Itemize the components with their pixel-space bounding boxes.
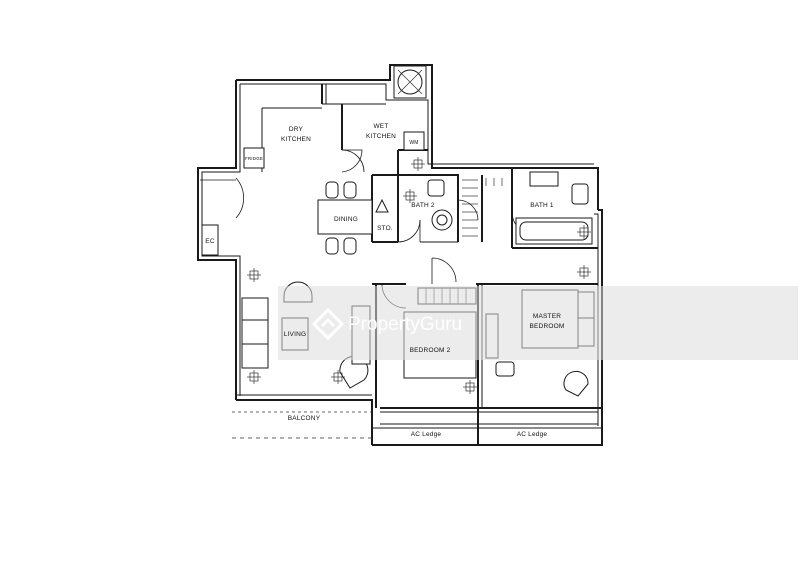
living-label: LIVING: [284, 331, 307, 338]
watermark-logo: PropertyGuru: [311, 307, 462, 341]
room-labels: DRY KITCHEN WET KITCHEN FRIDGE WM DINING…: [205, 123, 564, 438]
ec-label: EC: [205, 238, 215, 245]
outer-walls: [197, 64, 603, 446]
ac-ledge-left-label: AC Ledge: [411, 431, 442, 438]
master-bedroom-label-line1: MASTER: [533, 313, 561, 320]
watermark-band: [278, 286, 798, 360]
wet-kitchen-label-line2: KITCHEN: [366, 133, 396, 140]
bath2-label: BATH 2: [411, 202, 435, 209]
bath1-label: BATH 1: [530, 202, 554, 209]
dining-label: DINING: [334, 216, 358, 223]
master-bedroom-label-line2: BEDROOM: [530, 323, 565, 330]
ac-ledge-right-label: AC Ledge: [517, 431, 548, 438]
balcony-label: BALCONY: [288, 415, 321, 422]
dry-kitchen-label-line2: KITCHEN: [281, 136, 311, 143]
watermark-brand-text: PropertyGuru: [348, 314, 462, 335]
house-logo-icon: [311, 307, 345, 341]
sto-label: STO.: [377, 225, 393, 232]
bedroom2-label: BEDROOM 2: [410, 347, 451, 354]
wm-label: WM: [409, 140, 418, 146]
dry-kitchen-label-line1: DRY: [289, 126, 304, 133]
wet-kitchen-label-line1: WET: [373, 123, 388, 130]
fridge-label: FRIDGE: [245, 156, 263, 161]
